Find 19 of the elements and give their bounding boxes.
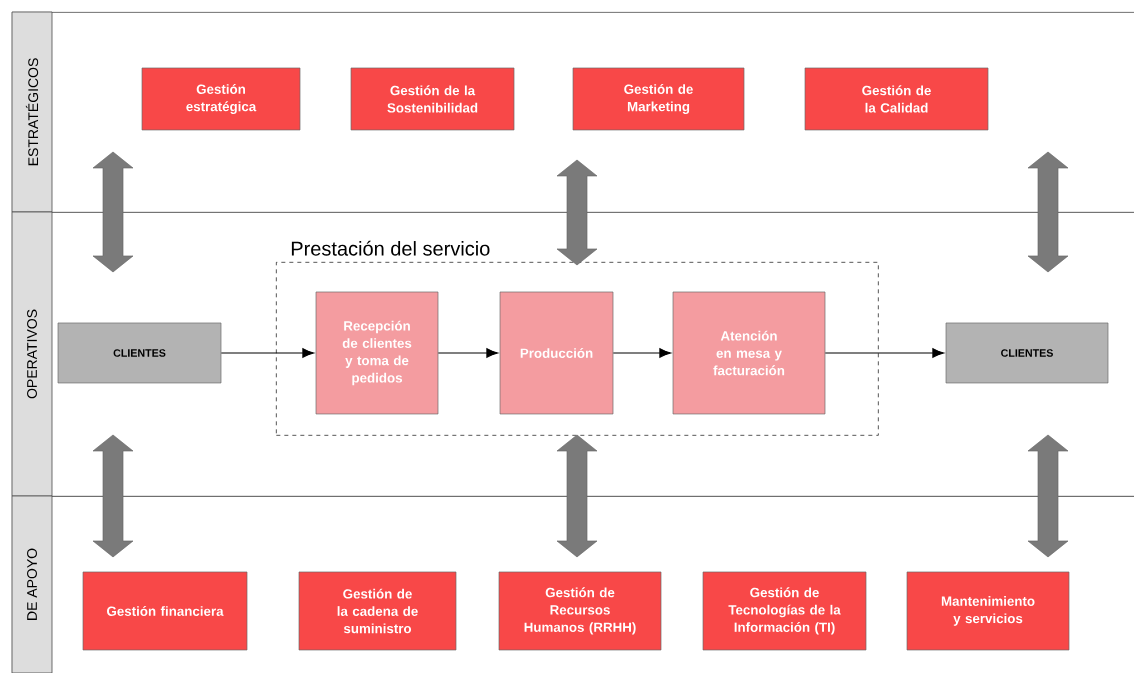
process-box: Producción [499,291,614,415]
process-box: Gestión de Tecnologías de la Información (TI) [702,571,867,651]
process-box: Gestión de Marketing [572,67,745,131]
arrow [437,348,499,358]
client-box: CLIENTES [57,322,222,384]
arrow [824,348,945,358]
process-box: Atención en mesa y facturación [672,291,826,415]
client-box: CLIENTES [945,322,1109,384]
process-box: Gestión estratégica [141,67,301,131]
node-label: Prestación del servicio [291,240,490,256]
process-box: Gestión de Recursos Humanos (RRHH) [498,571,662,651]
process-box: Recepción de clientes y toma de pedidos [315,291,439,415]
arrow [612,348,672,358]
process-box: Gestión financiera [82,571,248,651]
arrow [220,348,315,358]
process-box: Gestión de la cadena de suministro [298,571,457,651]
process-box: Mantenimiento y servicios [906,571,1070,651]
process-box: Gestión de la Calidad [804,67,989,131]
process-box: Gestión de la Sostenibilidad [350,67,515,131]
